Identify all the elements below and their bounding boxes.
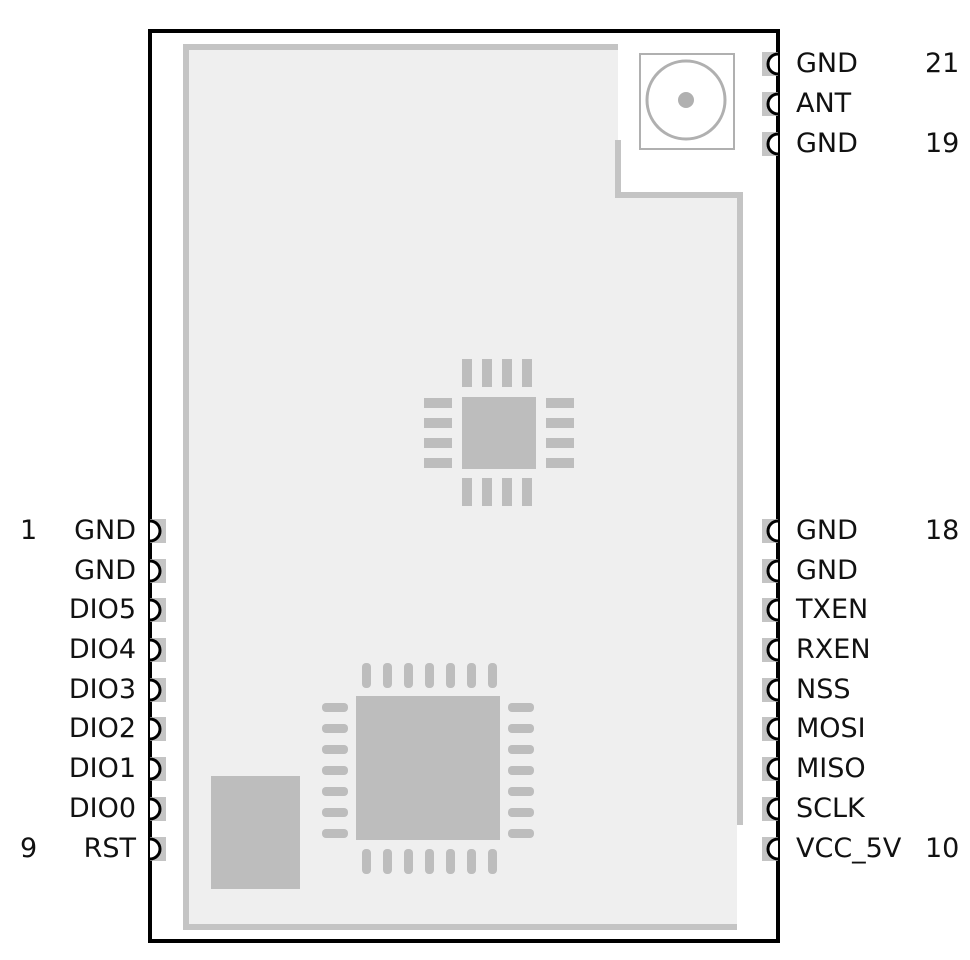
pin-label-right: NSS (796, 674, 851, 705)
pad-top-right-1 (762, 52, 779, 76)
pad-right-2 (762, 559, 779, 583)
pin-number-right: 18 (925, 515, 960, 546)
pad-left-5 (149, 678, 166, 702)
pin-label-left: DIO3 (68, 674, 136, 705)
crystal-component (211, 776, 300, 889)
pad-right-1 (762, 519, 779, 543)
pad-top-right-2 (762, 92, 779, 116)
pin-label-top-right: GND (796, 128, 858, 159)
pin-number-left: 9 (20, 833, 38, 864)
pin-label-right: GND (796, 555, 858, 586)
pin-label-left: DIO4 (68, 634, 136, 665)
rf-shield-border (183, 44, 737, 930)
antenna-connector-center (678, 92, 694, 108)
pin-label-left: DIO5 (68, 594, 136, 625)
pin-label-top-right: ANT (796, 88, 852, 119)
pad-left-8 (149, 797, 166, 821)
pin-label-right: VCC_5V (796, 833, 902, 864)
pin-label-right: MOSI (796, 713, 866, 744)
antenna-connector (639, 53, 735, 150)
pin-label-left: RST (83, 833, 136, 864)
pad-left-7 (149, 757, 166, 781)
pad-left-6 (149, 717, 166, 741)
pin-number-top-right: 19 (925, 128, 960, 159)
pin-label-left: DIO2 (68, 713, 136, 744)
pad-right-8 (762, 797, 779, 821)
pin-label-right: RXEN (796, 634, 871, 665)
pad-top-right-3 (762, 132, 779, 156)
pad-right-4 (762, 638, 779, 662)
pad-right-5 (762, 678, 779, 702)
pad-right-3 (762, 598, 779, 622)
pad-right-6 (762, 717, 779, 741)
pad-left-2 (149, 559, 166, 583)
pad-left-1 (149, 519, 166, 543)
large-ic (322, 663, 534, 874)
pad-right-9 (762, 837, 779, 861)
pin-label-left: GND (74, 555, 136, 586)
pin-label-top-right: GND (796, 48, 858, 79)
pin-label-right: SCLK (796, 793, 865, 824)
pad-left-9 (149, 837, 166, 861)
pad-left-4 (149, 638, 166, 662)
rf-shield-border-right (615, 140, 743, 825)
antenna-connector-ring (645, 59, 727, 141)
pin-label-left: DIO1 (68, 753, 136, 784)
pad-left-3 (149, 598, 166, 622)
pin-number-left: 1 (20, 515, 38, 546)
castellated-pads (149, 52, 779, 861)
pin-label-right: MISO (796, 753, 866, 784)
small-ic (424, 359, 574, 506)
pin-label-left: GND (74, 515, 136, 546)
pin-label-right: TXEN (796, 594, 869, 625)
pin-label-left: DIO0 (68, 793, 136, 824)
pin-number-right: 10 (925, 833, 960, 864)
pad-right-7 (762, 757, 779, 781)
pin-label-right: GND (796, 515, 858, 546)
pin-number-top-right: 21 (925, 48, 960, 79)
